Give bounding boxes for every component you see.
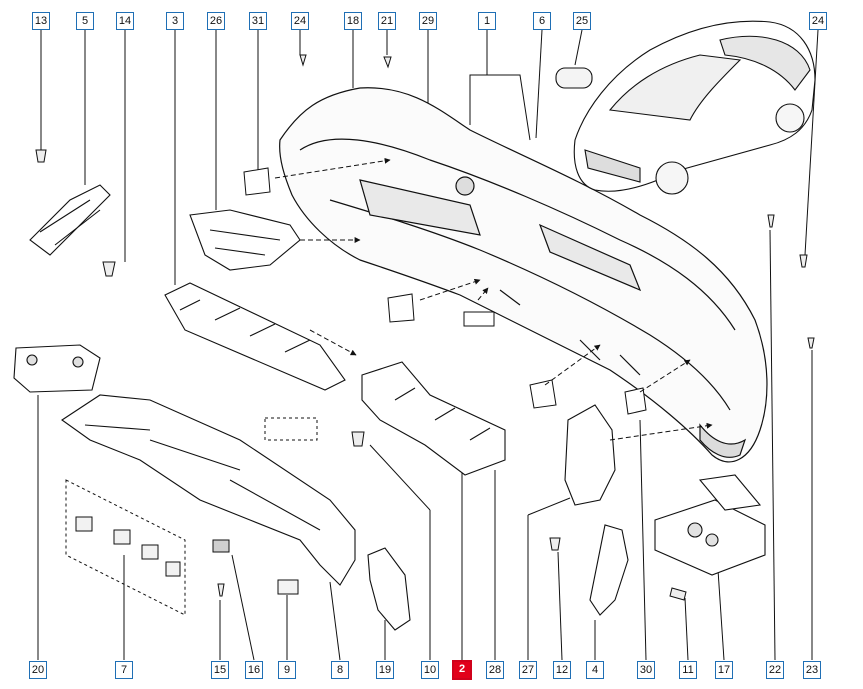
side-bracket-right [564,404,616,506]
left-bracket [29,184,111,256]
callout-31[interactable]: 31 [249,12,267,30]
reflector-housing [367,547,411,631]
callout-13[interactable]: 13 [32,12,50,30]
callout-27[interactable]: 27 [519,661,537,679]
leader-lines [37,29,819,661]
callout-16[interactable]: 16 [245,661,263,679]
callout-28[interactable]: 28 [486,661,504,679]
callout-2-highlighted[interactable]: 2 [452,660,472,680]
callout-10[interactable]: 10 [421,661,439,679]
callout-7[interactable]: 7 [115,661,133,679]
callout-17[interactable]: 17 [715,661,733,679]
clip-kit-box [654,474,766,576]
small-clips [243,167,647,415]
callout-19[interactable]: 19 [376,661,394,679]
callout-20[interactable]: 20 [29,661,47,679]
callout-30[interactable]: 30 [637,661,655,679]
rear-bumper-cover [279,87,768,463]
callout-24-top-right[interactable]: 24 [809,12,827,30]
callout-24-top-left[interactable]: 24 [291,12,309,30]
car-illustration [555,20,816,195]
callout-23[interactable]: 23 [803,661,821,679]
upper-reinforcement [164,282,346,391]
clip-group-7 [65,417,318,616]
lower-energy-absorber [361,361,506,476]
callout-6[interactable]: 6 [533,12,551,30]
callout-1[interactable]: 1 [478,12,496,30]
callout-29[interactable]: 29 [419,12,437,30]
callout-11[interactable]: 11 [679,661,697,679]
bracket-lower-right [589,524,629,616]
energy-absorber [189,209,301,271]
rear-panel-trim [13,344,101,393]
callout-4[interactable]: 4 [586,661,604,679]
callout-12[interactable]: 12 [553,661,571,679]
lower-diffuser [61,394,356,586]
callout-21[interactable]: 21 [378,12,396,30]
callout-5[interactable]: 5 [76,12,94,30]
callout-25[interactable]: 25 [573,12,591,30]
callout-8[interactable]: 8 [331,661,349,679]
clip-group-7-items [75,516,181,577]
clips-and-fasteners [35,54,815,601]
callout-9[interactable]: 9 [278,661,296,679]
callout-15[interactable]: 15 [211,661,229,679]
callout-22[interactable]: 22 [766,661,784,679]
callout-3[interactable]: 3 [166,12,184,30]
callout-14[interactable]: 14 [116,12,134,30]
callout-18[interactable]: 18 [344,12,362,30]
callout-26[interactable]: 26 [207,12,225,30]
assembly-arrows [274,157,713,441]
